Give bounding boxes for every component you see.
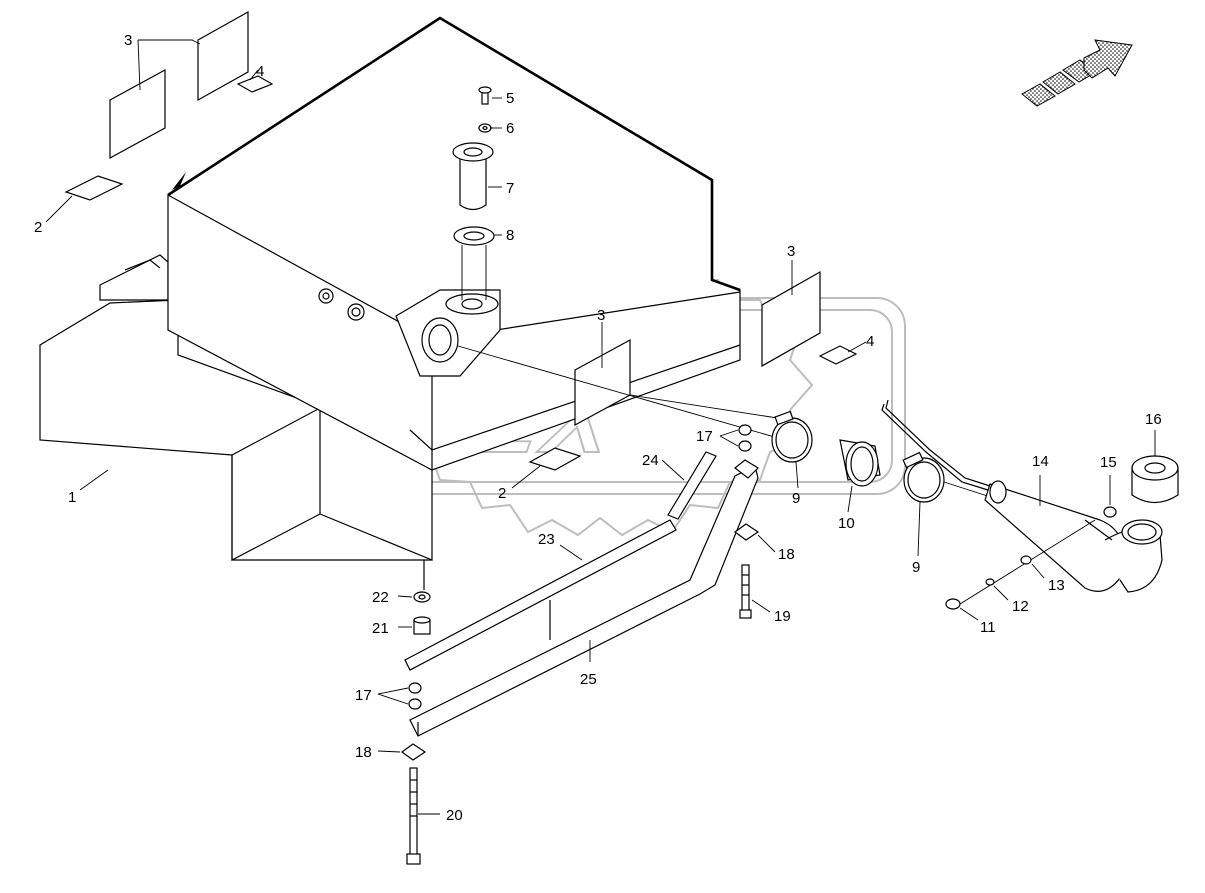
callout-16: 16 [1145, 411, 1162, 428]
callout-5: 5 [506, 90, 514, 107]
callout-7: 7 [506, 180, 514, 197]
nut-17a-1 [738, 424, 752, 436]
tank-arrow-icon [172, 172, 192, 190]
callout-11: 11 [980, 619, 996, 636]
callout-2-left: 2 [34, 219, 42, 236]
washer-13 [1020, 555, 1032, 565]
callout-4-right: 4 [866, 333, 874, 350]
decal-3-top [197, 10, 249, 102]
callout-22: 22 [372, 589, 389, 606]
callout-14: 14 [1032, 453, 1049, 470]
callout-10: 10 [838, 515, 855, 532]
decal-4-top [236, 75, 274, 93]
bolt-19 [741, 564, 750, 616]
callout-12: 12 [1012, 598, 1029, 615]
callout-18-bottom: 18 [355, 744, 372, 761]
callout-3-right: 3 [787, 243, 795, 260]
bolt-20 [409, 767, 418, 857]
callout-3-center: 3 [597, 307, 605, 324]
strap-23 [404, 519, 677, 671]
plate-washer-18a [733, 523, 760, 541]
direction-arrow-icon [1021, 39, 1133, 107]
filler-pipe-assembly [457, 345, 1179, 610]
washer-12 [985, 578, 995, 586]
callout-15: 15 [1100, 454, 1117, 471]
callout-1: 1 [68, 489, 76, 506]
callout-25: 25 [580, 671, 597, 688]
nut-17a-2 [738, 440, 752, 452]
decals [64, 10, 858, 471]
nut-15 [1103, 506, 1117, 518]
callout-20: 20 [446, 807, 463, 824]
leader-lines [45, 39, 1156, 815]
callout-labels: 1 2 2 3 3 3 4 4 5 6 7 8 9 9 10 11 12 13 … [34, 32, 1162, 824]
strap-25 [409, 465, 759, 737]
callout-3-top-left: 3 [124, 32, 132, 49]
fuel-tank [39, 16, 741, 590]
callout-8: 8 [506, 227, 514, 244]
decal-3-right [761, 270, 821, 368]
screw-11 [945, 598, 961, 610]
fuel-sender-assembly [452, 86, 495, 300]
strap-24 [667, 451, 717, 520]
callout-18-top: 18 [778, 546, 795, 563]
callout-17-top: 17 [696, 428, 713, 445]
callout-24: 24 [642, 452, 659, 469]
callout-13: 13 [1048, 577, 1065, 594]
nut-17b-2 [408, 698, 422, 710]
decal-3-left [109, 68, 166, 160]
callout-21: 21 [372, 620, 389, 637]
callout-17-bottom: 17 [355, 687, 372, 704]
mounting-hardware [400, 424, 760, 865]
callout-9-left: 9 [792, 490, 800, 507]
callout-4-top: 4 [256, 63, 264, 80]
callout-9-right: 9 [912, 559, 920, 576]
sender-unit-7 [459, 153, 487, 211]
decal-2-center [528, 447, 582, 471]
decal-2-left [64, 175, 124, 201]
plate-washer-18b [400, 743, 427, 761]
callout-2-center: 2 [498, 485, 506, 502]
callout-23: 23 [538, 531, 555, 548]
decal-4-right [818, 345, 858, 365]
callout-6: 6 [506, 120, 514, 137]
nut-17b-1 [408, 682, 422, 694]
callout-19: 19 [774, 608, 791, 625]
